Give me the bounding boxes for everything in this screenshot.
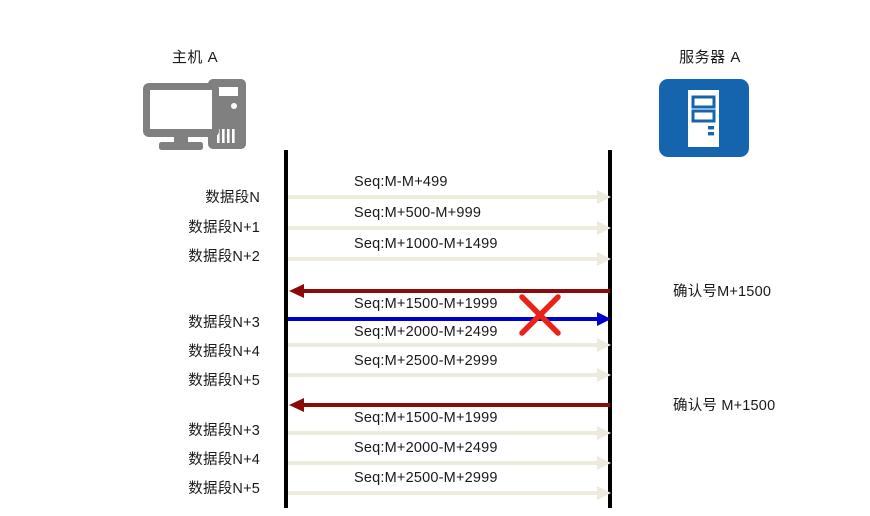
message-label: Seq:M+1500-M+1999 — [354, 410, 498, 426]
red-x-icon — [518, 293, 562, 337]
segment-label: 数据段N+1 — [188, 220, 260, 236]
arrow-shaft — [288, 226, 598, 230]
message-label: Seq:M+1500-M+1999 — [354, 296, 498, 312]
arrow-shaft — [303, 403, 610, 407]
arrow-shaft — [288, 491, 598, 495]
ack-label: 确认号 M+1500 — [673, 398, 776, 414]
segment-label: 数据段N+5 — [188, 481, 260, 497]
arrow-head-right — [597, 486, 611, 500]
segment-label: 数据段N+3 — [188, 423, 260, 439]
message-label: Seq:M-M+499 — [354, 174, 448, 190]
arrow-head-left — [289, 284, 304, 298]
arrow-head-right — [597, 456, 611, 470]
message-label: Seq:M+2000-M+2499 — [354, 440, 498, 456]
arrow-shaft — [303, 289, 610, 293]
host-title: 主机 A — [171, 49, 219, 66]
message-label: Seq:M+2500-M+2999 — [354, 470, 498, 486]
segment-label: 数据段N — [205, 190, 260, 206]
arrow-shaft — [288, 195, 598, 199]
desktop-computer-icon — [143, 79, 247, 155]
arrow-head-left — [289, 398, 304, 412]
arrow-head-right — [597, 221, 611, 235]
segment-label: 数据段N+5 — [188, 373, 260, 389]
message-label: Seq:M+2500-M+2999 — [354, 353, 498, 369]
server-tower-icon — [659, 79, 749, 157]
arrow-head-right — [597, 368, 611, 382]
server-title: 服务器 A — [679, 49, 741, 66]
message-label: Seq:M+1000-M+1499 — [354, 236, 498, 252]
arrow-head-right — [597, 252, 611, 266]
arrow-shaft — [288, 431, 598, 435]
arrow-shaft — [288, 317, 598, 321]
arrow-shaft — [288, 373, 598, 377]
arrow-shaft — [288, 461, 598, 465]
arrow-head-right — [597, 190, 611, 204]
arrow-head-right — [597, 426, 611, 440]
segment-label: 数据段N+4 — [188, 344, 260, 360]
lifeline-server — [608, 150, 612, 508]
ack-label: 确认号M+1500 — [673, 284, 772, 300]
arrow-head-right — [597, 338, 611, 352]
message-label: Seq:M+500-M+999 — [354, 205, 482, 221]
lifeline-host — [284, 150, 288, 508]
segment-label: 数据段N+4 — [188, 452, 260, 468]
segment-label: 数据段N+2 — [188, 249, 260, 265]
arrow-head-right — [597, 312, 611, 326]
arrow-shaft — [288, 343, 598, 347]
arrow-shaft — [288, 257, 598, 261]
segment-label: 数据段N+3 — [188, 315, 260, 331]
message-label: Seq:M+2000-M+2499 — [354, 324, 498, 340]
